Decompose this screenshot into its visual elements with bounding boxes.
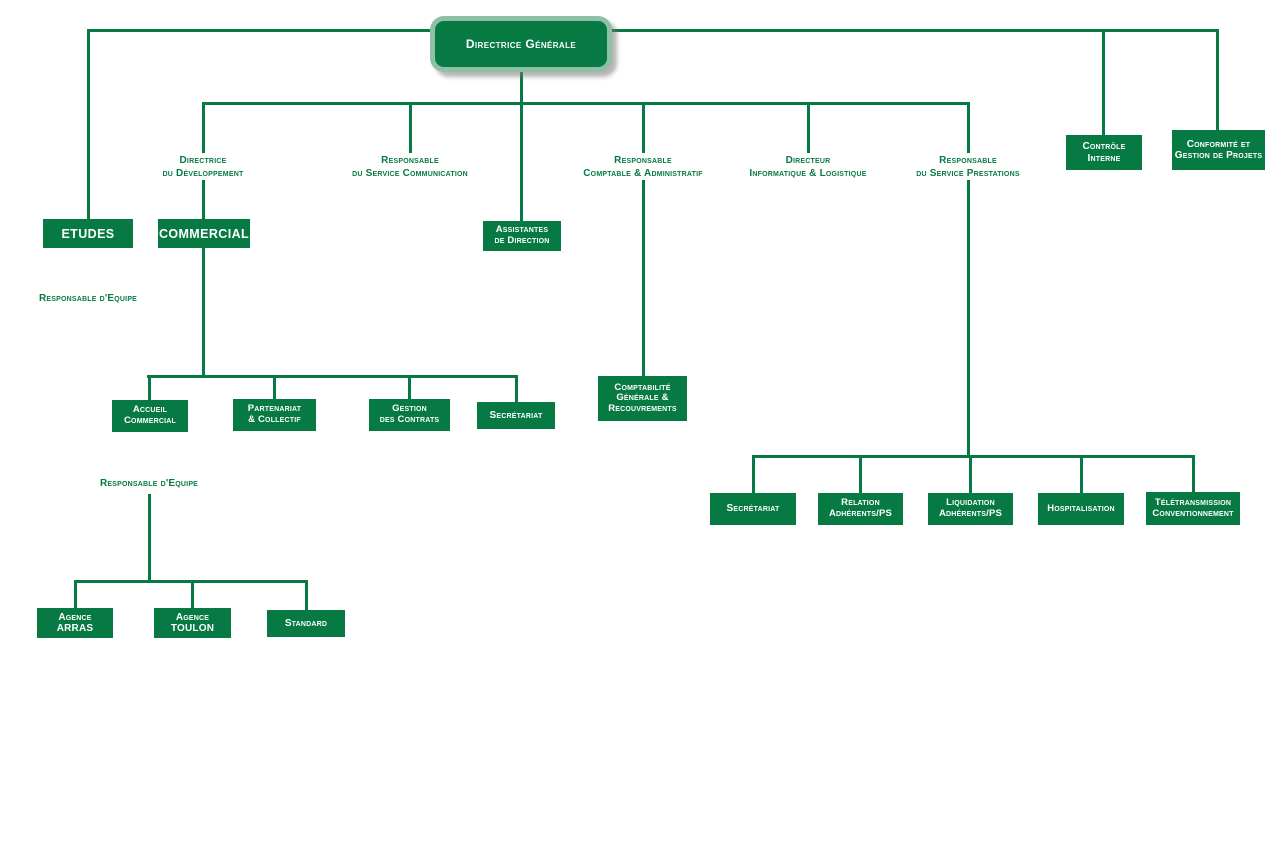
connector-line xyxy=(408,375,411,401)
connector-line xyxy=(807,102,810,153)
connector-line xyxy=(202,248,205,378)
node-assistantes-direction: Assistantes de Direction xyxy=(483,221,561,251)
connector-line xyxy=(515,375,518,404)
connector-line xyxy=(1102,29,1105,136)
node-secretariat-prestations: Secrétariat xyxy=(710,493,796,525)
node-conformite-gestion-projets: Conformité et Gestion de Projets xyxy=(1172,130,1265,170)
connector-line xyxy=(148,494,151,583)
node-hospitalisation: Hospitalisation xyxy=(1038,493,1124,525)
connector-line xyxy=(1216,29,1219,131)
connector-line xyxy=(88,29,1218,32)
connector-line xyxy=(191,580,194,610)
connector-line xyxy=(969,455,972,495)
connector-line xyxy=(859,455,862,495)
label-responsable-equipe-accueil: Responsable d'Equipe xyxy=(99,478,199,489)
node-standard: Standard xyxy=(267,610,345,637)
label-responsable-prestations: Responsable du Service Prestations xyxy=(916,155,1020,179)
label-directeur-informatique: Directeur Informatique & Logistique xyxy=(749,155,867,179)
node-relation-adherents-ps: Relation Adhérents/PS xyxy=(818,493,903,525)
node-gestion-contrats: Gestion des Contrats xyxy=(369,399,450,431)
node-comptabilite-generale-recouvrements: Comptabilité Générale & Recouvrements xyxy=(598,376,687,421)
node-partenariat-collectif: Partenariat & Collectif xyxy=(233,399,316,431)
label-responsable-communication: Responsable du Service Communication xyxy=(352,155,468,179)
connector-line xyxy=(202,102,205,153)
node-teletransmission-conventionnement: Télétransmission Conventionnement xyxy=(1146,492,1240,525)
connector-line xyxy=(148,375,151,402)
root-node-directrice-generale: Directrice Générale xyxy=(430,16,612,72)
connector-line xyxy=(967,180,970,458)
node-secretariat-commercial: Secrétariat xyxy=(477,402,555,429)
connector-line xyxy=(409,102,412,153)
connector-line xyxy=(1080,455,1083,495)
node-agence-arras: Agence ARRAS xyxy=(37,608,113,638)
connector-line xyxy=(305,580,308,612)
root-node-label: Directrice Générale xyxy=(435,21,607,67)
connector-line xyxy=(642,180,645,377)
connector-line xyxy=(273,375,276,401)
node-controle-interne: Contrôle Interne xyxy=(1066,135,1142,170)
connector-line xyxy=(147,375,518,378)
node-commercial: COMMERCIAL xyxy=(158,219,250,248)
label-responsable-comptable: Responsable Comptable & Administratif xyxy=(583,155,703,179)
node-etudes: ETUDES xyxy=(43,219,133,248)
connector-line xyxy=(642,102,645,153)
connector-line xyxy=(1192,455,1195,494)
connector-line xyxy=(87,29,90,220)
node-accueil-commercial: Accueil Commercial xyxy=(112,400,188,432)
label-directrice-developpement: Directrice du Développement xyxy=(162,155,244,179)
connector-line xyxy=(752,455,755,495)
connector-line xyxy=(202,180,205,220)
connector-line xyxy=(520,70,523,222)
node-agence-toulon: Agence TOULON xyxy=(154,608,231,638)
node-liquidation-adherents-ps: Liquidation Adhérents/PS xyxy=(928,493,1013,525)
connector-line xyxy=(74,580,77,610)
connector-line xyxy=(967,102,970,153)
connector-line xyxy=(202,102,970,105)
connector-line xyxy=(752,455,1195,458)
label-responsable-equipe-etudes: Responsable d'Equipe xyxy=(38,293,138,304)
